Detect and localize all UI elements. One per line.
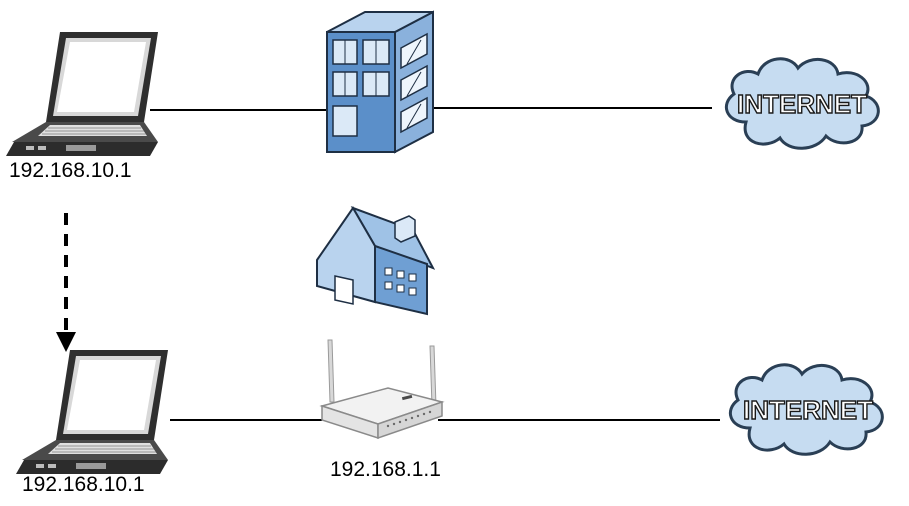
top-laptop-icon xyxy=(5,31,159,157)
top-internet-cloud-icon: INTERNET xyxy=(724,57,880,150)
top-laptop-ip-label: 192.168.10.1 xyxy=(9,159,132,182)
move-arrow-head xyxy=(56,332,76,352)
bottom-laptop-ip-label: 192.168.10.1 xyxy=(22,473,145,496)
top-row: INTERNET xyxy=(5,11,880,157)
house-icon xyxy=(316,207,434,315)
move-arrow xyxy=(56,213,76,352)
router-ip-label: 192.168.1.1 xyxy=(330,458,441,481)
bottom-laptop-icon xyxy=(15,349,169,475)
router-icon xyxy=(321,339,443,439)
office-building-icon xyxy=(326,11,434,153)
bottom-internet-label: INTERNET xyxy=(743,395,873,425)
top-internet-label: INTERNET xyxy=(737,89,867,119)
bottom-row: INTERNET xyxy=(15,339,884,475)
bottom-internet-cloud-icon: INTERNET xyxy=(728,363,884,456)
